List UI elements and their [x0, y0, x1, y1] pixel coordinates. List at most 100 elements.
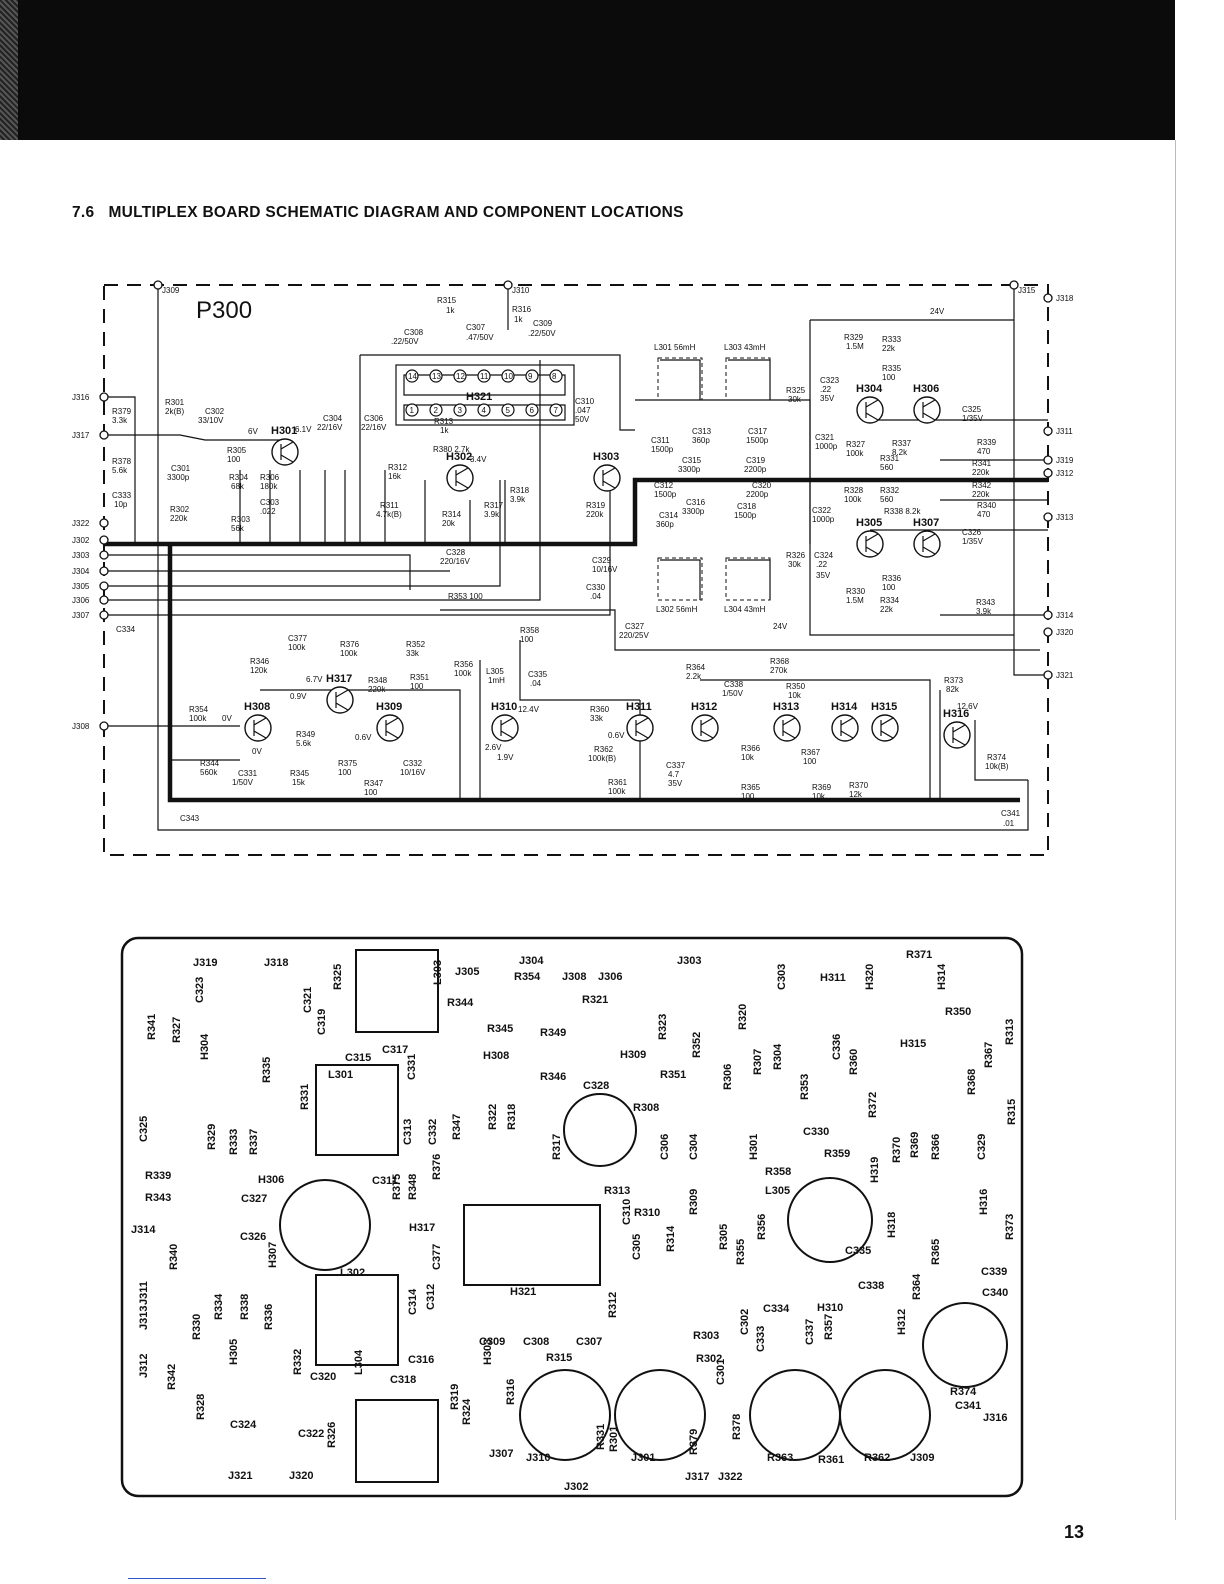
pcb-component-label: R350: [945, 1006, 971, 1018]
component-label: C313: [692, 427, 712, 436]
component-label: 220k: [586, 510, 604, 519]
component-label: 360p: [692, 436, 710, 445]
pcb-component-label: R331: [299, 1084, 311, 1110]
pcb-component-label: L303: [432, 960, 444, 985]
footer-link-underline: [128, 1578, 266, 1579]
component-label: .04: [590, 592, 602, 601]
transistor-symbol: [376, 714, 404, 742]
pcb-component-label: C319: [316, 1009, 328, 1035]
pcb-component-label: J305: [455, 966, 479, 978]
pcb-component-label: R341: [146, 1014, 158, 1040]
section-title-text: MULTIPLEX BOARD SCHEMATIC DIAGRAM AND CO…: [108, 204, 684, 221]
jack-label: J307: [72, 611, 90, 620]
transistor-symbol: [244, 714, 272, 742]
pcb-component-label: C321: [302, 987, 314, 1013]
pcb-component-label: R367: [983, 1042, 995, 1068]
pcb-component-label: J318: [264, 957, 288, 969]
jack-label: J304: [72, 567, 90, 576]
pcb-component-label: J307: [489, 1448, 513, 1460]
pcb-component-label: C308: [523, 1336, 549, 1348]
component-label: 3300p: [678, 465, 701, 474]
pcb-component-label: R344: [447, 997, 474, 1009]
pcb-component-label: L302: [340, 1267, 365, 1279]
component-label: R334: [880, 596, 900, 605]
component-label: C341: [1001, 809, 1021, 818]
jack-terminal: [1043, 468, 1053, 478]
pcb-component-label: H307: [267, 1242, 279, 1268]
pcb-component-label: R336: [263, 1304, 275, 1330]
component-label: 560: [880, 463, 894, 472]
pcb-component-label: R328: [195, 1394, 207, 1420]
ic-pin: [429, 403, 443, 417]
component-label: 100: [882, 373, 896, 382]
jack-label: J322: [72, 519, 90, 528]
board-label: P300: [196, 297, 252, 324]
transistor-label: H302: [446, 451, 472, 463]
component-label: 10k: [741, 753, 755, 762]
pcb-component-label: C316: [408, 1354, 434, 1366]
pcb-component-label: C341: [955, 1400, 981, 1412]
jack-terminal: [1009, 280, 1019, 290]
component-label: C304: [323, 414, 343, 423]
pcb-component-label: J304: [519, 955, 544, 967]
pcb-component-label: R324: [461, 1398, 473, 1425]
jack-label: J306: [72, 596, 90, 605]
component-label: R380 2.7k: [433, 445, 470, 454]
transistor-symbol: [856, 396, 884, 424]
pcb-component-label: C335: [845, 1245, 871, 1257]
pcb-component-label: C312: [425, 1284, 437, 1310]
component-label: R347: [364, 779, 384, 788]
page-number: 13: [1064, 1522, 1085, 1542]
pcb-component-label: C332: [427, 1119, 439, 1145]
component-label: R345: [290, 769, 310, 778]
component-label: 100k: [844, 495, 862, 504]
jack-terminal: [99, 392, 109, 402]
component-label: L305: [486, 667, 504, 676]
pcb-component-label: R353: [799, 1074, 811, 1100]
pcb-component-label: R363: [767, 1452, 793, 1464]
component-label: R373: [944, 676, 964, 685]
pcb-component-label: R332: [292, 1349, 304, 1375]
pcb-component-label: R302: [696, 1353, 722, 1365]
component-label: .22/50V: [528, 329, 556, 338]
component-label: 100k: [608, 787, 626, 796]
component-label: 560k: [200, 768, 218, 777]
component-label: 1/35V: [962, 414, 984, 423]
component-label: R376: [340, 640, 360, 649]
pcb-component-label: H318: [886, 1212, 898, 1238]
component-label: C377: [288, 634, 308, 643]
component-label: 10k: [788, 691, 802, 700]
ic-pin: [525, 369, 539, 383]
pcb-component-label: C337: [804, 1319, 816, 1345]
component-label: R365: [741, 783, 761, 792]
component-label: C332: [403, 759, 423, 768]
component-label: 22k: [880, 605, 894, 614]
pcb-component-label: H305: [228, 1339, 240, 1365]
pcb-component-label: J303: [677, 955, 701, 967]
transistor-label: H317: [326, 673, 352, 685]
pcb-component-label: R334: [213, 1293, 225, 1320]
pcb-component-label: J321: [228, 1470, 252, 1482]
transistor-label: H304: [856, 383, 883, 395]
pcb-component-label: C301: [715, 1359, 727, 1385]
pcb-component-label: J302: [564, 1481, 588, 1493]
component-label: R336: [882, 574, 902, 583]
pcb-component-label: R313: [1004, 1019, 1016, 1045]
pcb-component-label: R318: [506, 1104, 518, 1130]
jack-terminal: [1043, 670, 1053, 680]
pcb-component-label: C309: [479, 1336, 505, 1348]
ground-bus: [104, 477, 1048, 803]
component-label: 5.6k: [296, 739, 312, 748]
transistor-label: H311: [626, 701, 652, 713]
transistor-leads: [880, 717, 894, 739]
transistor-label: H314: [831, 701, 858, 713]
transistor-leads: [865, 399, 879, 421]
transistor-symbol: [856, 530, 884, 558]
component-label: 6.7V: [306, 675, 323, 684]
jack-terminal: [1043, 293, 1053, 303]
component-label: R361: [608, 778, 628, 787]
